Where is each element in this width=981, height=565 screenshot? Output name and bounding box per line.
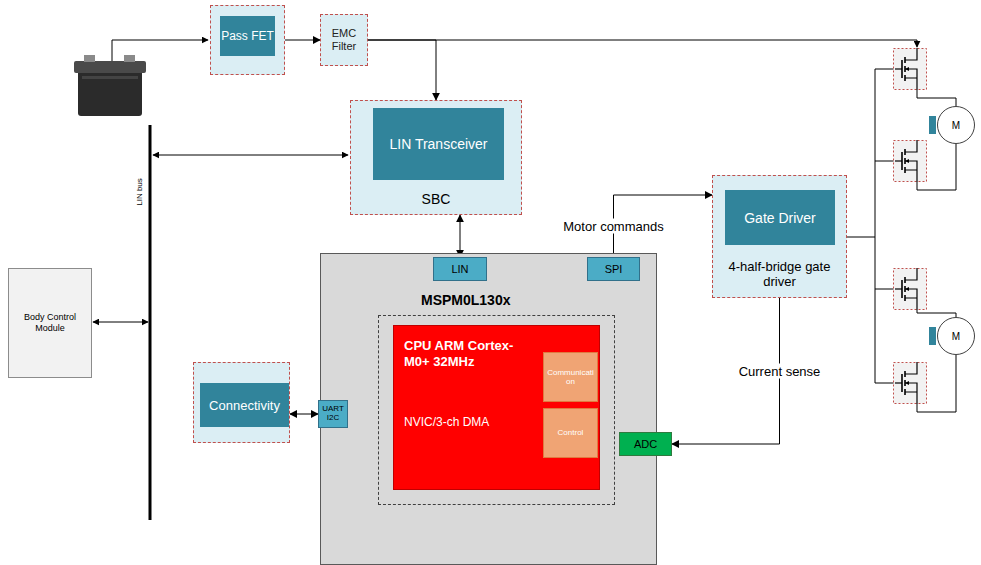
node-text: MSPM0L130x [421, 292, 510, 308]
node-text: LIN [451, 263, 468, 275]
bus-label: LIN bus [135, 178, 144, 206]
function-box: Communication [543, 352, 598, 402]
sbc-box: SBC LIN Transceiver [350, 100, 522, 215]
node-text: Communication [546, 368, 595, 386]
mosfet-symbol [894, 362, 927, 404]
connector-arrow [285, 40, 320, 41]
node-text: SPI [605, 263, 623, 275]
motor-circle: M [937, 317, 975, 355]
port-box: LIN [433, 257, 487, 281]
connector-arrow [368, 40, 436, 100]
motor-circle: M [937, 106, 975, 144]
connector-label: Motor commands [560, 219, 666, 234]
connectivity-box: Connectivity [193, 362, 290, 443]
connector-arrow [614, 195, 713, 257]
mcu-box: MSPM0L130x LIN SPI UART I2C ADC CPU ARM Corte… [320, 253, 657, 565]
node-text: Control [558, 428, 584, 437]
node-text: M [952, 331, 960, 342]
connector-arrow [290, 414, 318, 415]
port-box: SPI [587, 257, 640, 281]
supply-wire [368, 40, 917, 47]
node-text: Gate Driver [744, 210, 816, 226]
node-text: NVIC/3-ch DMA [404, 415, 489, 429]
mosfet-symbol [894, 268, 927, 310]
node-text: Connectivity [200, 383, 289, 427]
lin-bus-line [149, 125, 152, 520]
battery-wire [112, 40, 208, 61]
gate-driver-box: 4-half-bridge gate driver Gate Driver [712, 175, 847, 298]
module-box: Body Control Module [8, 268, 92, 378]
connector-arrow [672, 298, 780, 444]
node-text: Pass FET [220, 16, 275, 56]
port-box: ADC [619, 432, 672, 456]
function-box: Control [543, 408, 598, 458]
battery-icon [74, 55, 146, 116]
node-text: UART I2C [319, 405, 347, 423]
connector-arrow [460, 215, 461, 257]
motor-sensor [929, 116, 936, 134]
node-text: LIN Transceiver [389, 136, 487, 152]
node-text: 4-half-bridge gate driver [718, 259, 842, 290]
node-text: M [952, 120, 960, 131]
connector-label: Current sense [736, 364, 824, 379]
bus-arrow [93, 322, 148, 323]
mosfet-symbol [894, 48, 927, 90]
gate-driver-core: Gate Driver [725, 190, 835, 245]
node-text: Body Control Module [13, 312, 87, 335]
pass-fet-box: Pass FET [210, 5, 285, 75]
filter-box: EMC Filter [320, 14, 368, 66]
node-text: EMC Filter [321, 27, 367, 53]
node-text: ADC [634, 438, 657, 450]
port-box: UART I2C [318, 400, 348, 428]
node-text: SBC [422, 191, 451, 207]
mosfet-symbol [894, 140, 927, 182]
motor-sensor [929, 327, 936, 345]
cpu-box: CPU ARM Cortex-M0+ 32MHzNVIC/3-ch DMA Com… [393, 325, 600, 490]
gate-wire [847, 69, 895, 383]
node-text: CPU ARM Cortex-M0+ 32MHz [404, 338, 519, 371]
transceiver-box: LIN Transceiver [373, 108, 504, 180]
bus-arrow [153, 155, 348, 156]
